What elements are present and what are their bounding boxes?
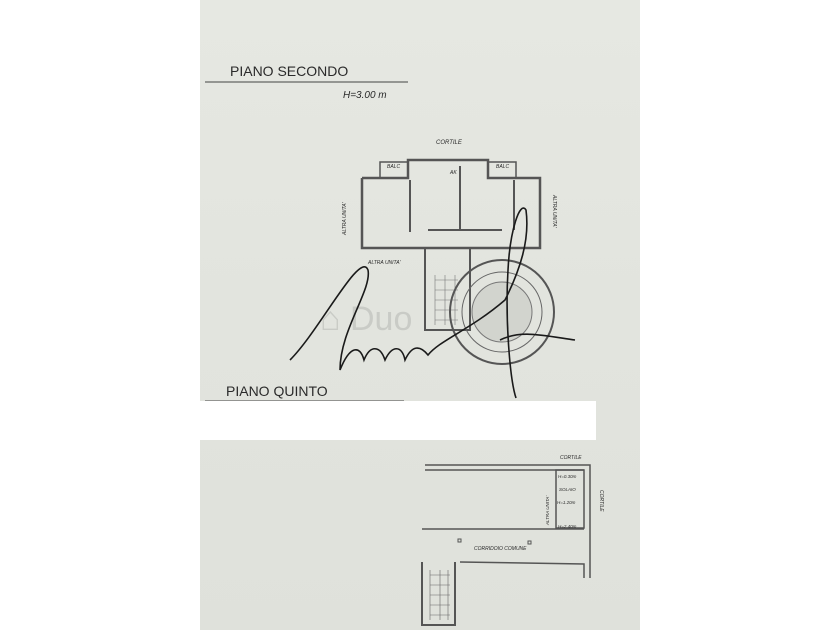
fifth-floor-plan: CORTILE CORTILE H=0.30m SOLAIO H=1.20m H…: [421, 455, 604, 626]
other-unit-left-label: ALTRA UNITA': [342, 201, 348, 236]
notary-stamp: [449, 259, 555, 365]
second-floor-height: H=3.00 m: [343, 90, 387, 101]
courtyard-top-label: CORTILE: [560, 455, 582, 461]
height-mid-label: H=1.20m: [557, 500, 576, 505]
other-unit-label: ALTRA UNITA': [545, 496, 550, 526]
signature: [289, 207, 576, 399]
corridor-label: CORRIDOIO COMUNE: [474, 546, 527, 552]
kitchenette-label: AK: [449, 170, 457, 176]
courtyard-label: CORTILE: [436, 140, 463, 146]
other-unit-bottom-label: ALTRA UNITA': [367, 260, 402, 266]
second-floor-plan: CORTILE BALC BALC AK ALTRA UNITA' ALTRA …: [342, 140, 557, 331]
other-unit-right-label: ALTRA UNITA': [551, 194, 557, 229]
fifth-floor-title: PIANO QUINTO: [226, 383, 328, 399]
courtyard-right-label: CORTILE: [598, 490, 604, 512]
attic-label: SOLAIO: [559, 487, 576, 492]
balcony-left-label: BALC: [387, 164, 400, 170]
height-min-label: H=0.30m: [558, 474, 577, 479]
second-floor-title: PIANO SECONDO: [230, 63, 348, 79]
balcony-right-label: BALC: [496, 164, 509, 170]
document-page: [200, 0, 640, 630]
redaction-bar: [200, 401, 596, 440]
height-max-label: H=2.40m: [558, 524, 577, 529]
watermark: ⌂ Duo: [320, 300, 412, 338]
